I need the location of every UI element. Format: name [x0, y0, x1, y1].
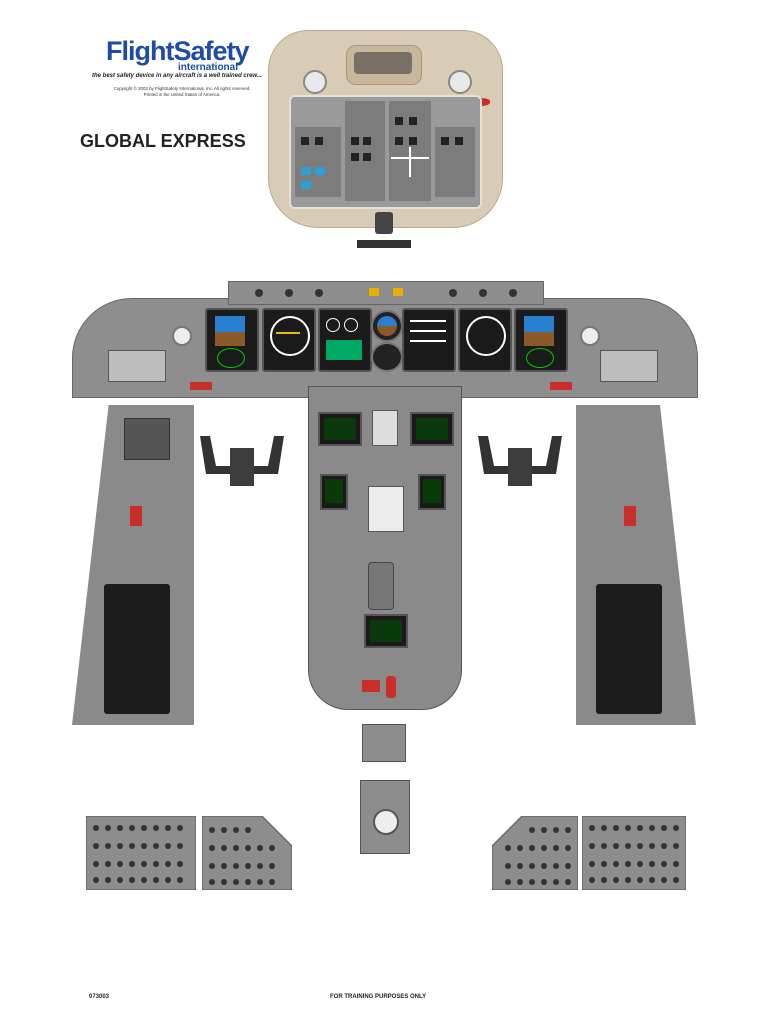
- overhead-switch-array: [295, 101, 475, 201]
- part-number: 073003: [89, 994, 110, 1000]
- copilot-clock-icon: [580, 326, 600, 346]
- brand-subtitle: international: [178, 62, 239, 73]
- pilot-warning-placard: [190, 382, 212, 390]
- glareshield-controls: [255, 288, 517, 297]
- rudder-trim-panel: [360, 780, 410, 854]
- left-chart-tray: [104, 584, 170, 714]
- cb-panel-2: [202, 816, 292, 890]
- pilot-yoke: [200, 436, 284, 486]
- right-chart-tray: [596, 584, 662, 714]
- right-vent-icon: [448, 70, 472, 94]
- cb-panel-1: [86, 816, 196, 890]
- overhead-top-window: [354, 52, 412, 74]
- brand-logo: FlightSafety: [106, 36, 250, 66]
- parking-brake-handle: [386, 676, 396, 698]
- copilot-mfd: [458, 308, 512, 372]
- eicas-primary: [318, 308, 372, 372]
- flap-lever: [368, 562, 394, 610]
- tiller-housing: [124, 418, 170, 460]
- standby-altimeter: [371, 342, 403, 372]
- cb-panel-4: [582, 816, 686, 890]
- overhead-switch-panel: [289, 95, 482, 209]
- pilot-mcdu: [318, 412, 362, 446]
- left-vent-icon: [303, 70, 327, 94]
- left-oxygen-mask-stowage: [130, 506, 142, 526]
- copilot-ccp: [418, 474, 446, 510]
- brand-tagline: the best safety device in any aircraft i…: [92, 73, 262, 79]
- compass-correction-card: [357, 240, 411, 248]
- cb-panel-3: [492, 816, 578, 890]
- training-notice: FOR TRAINING PURPOSES ONLY: [330, 994, 427, 1000]
- copilot-pfd: [514, 308, 568, 372]
- pilot-mfd: [262, 308, 316, 372]
- glareshield-panel: [228, 281, 544, 305]
- aft-pedestal-panel: [362, 724, 406, 762]
- copyright-notice: Copyright © 2003 by FlightSafety Interna…: [113, 86, 251, 97]
- third-mcdu: [364, 614, 408, 648]
- thrust-levers: [368, 486, 404, 532]
- copilot-audio-panel: [600, 350, 658, 382]
- pilot-audio-panel: [108, 350, 166, 382]
- copilot-mcdu: [410, 412, 454, 446]
- aircraft-title: GLOBAL EXPRESS: [80, 131, 246, 151]
- pilot-clock-icon: [172, 326, 192, 346]
- copilot-warning-placard: [550, 382, 572, 390]
- right-oxygen-mask-stowage: [624, 506, 636, 526]
- eicas-secondary: [402, 308, 456, 372]
- pilot-ccp: [320, 474, 348, 510]
- fire-handle: [362, 680, 380, 692]
- speed-brake-lever: [372, 410, 398, 446]
- standby-compass: [375, 212, 393, 234]
- standby-attitude-indicator: [371, 310, 403, 342]
- copilot-yoke: [478, 436, 562, 486]
- pilot-pfd: [205, 308, 259, 372]
